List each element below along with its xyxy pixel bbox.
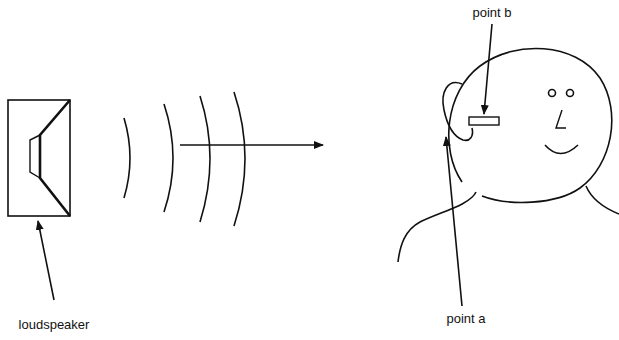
nose — [556, 110, 566, 128]
point-label: point a — [446, 312, 485, 326]
shoulder — [586, 186, 619, 214]
eye — [567, 90, 574, 97]
speaker-cone — [40, 100, 70, 216]
sound-wave — [164, 104, 173, 212]
direction-arrow — [180, 144, 323, 146]
probe-microphone — [469, 117, 499, 125]
leader-line — [38, 221, 54, 300]
leader-line — [446, 137, 462, 306]
sound-wave — [234, 92, 245, 226]
mouth — [545, 145, 578, 154]
sound-wave — [200, 96, 210, 222]
head-outline — [449, 48, 612, 202]
speaker-cone — [30, 135, 40, 178]
sound-wave — [124, 118, 130, 198]
shoulder — [398, 192, 476, 262]
leader-line — [484, 24, 492, 114]
part-label: loudspeaker — [19, 318, 90, 332]
eye — [549, 90, 556, 97]
ear — [443, 83, 473, 141]
loudspeaker-box — [8, 100, 70, 216]
point-label: point b — [472, 6, 511, 20]
